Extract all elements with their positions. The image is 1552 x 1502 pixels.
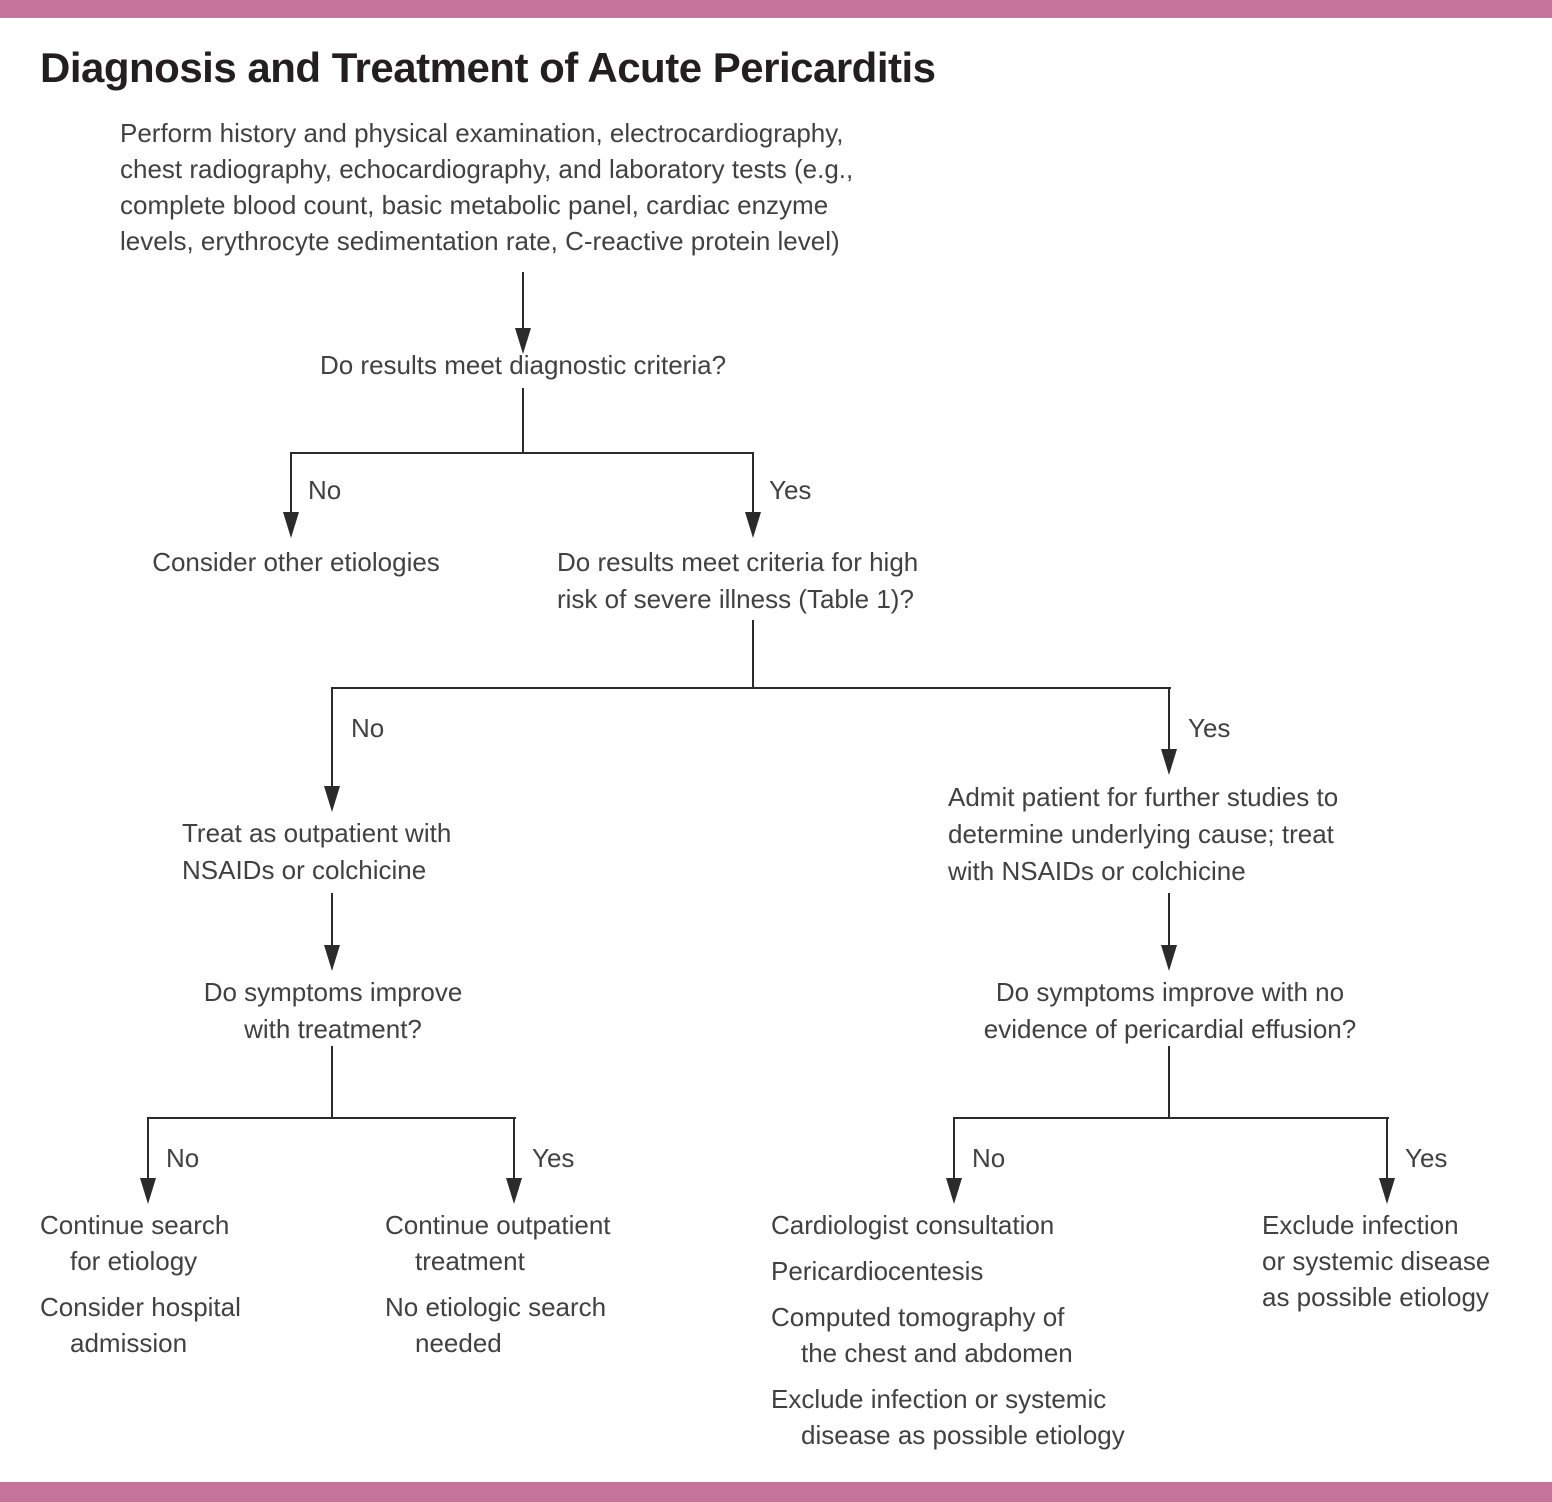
connector-q3-crossbar [148,1117,516,1119]
node-exclude-infection: Exclude infection or systemic disease as… [1262,1210,1491,1312]
arrowhead-q4-yes [1379,1178,1395,1204]
arrowhead-q3-no [140,1178,156,1204]
intro-line: levels, erythrocyte sedimentation rate, … [120,226,840,256]
node-treat-outpatient: Treat as outpatient with NSAIDs or colch… [182,818,452,885]
node-continue-outpatient: Continue outpatient treatment No etiolog… [385,1207,611,1371]
connector-q3-no [147,1117,149,1182]
node-admit-patient: Admit patient for further studies to det… [948,782,1339,886]
branch-label-yes: Yes [1405,1143,1448,1173]
arrowhead-intro-q1 [515,328,531,354]
node-no-improvement-actions: Cardiologist consultation Pericardiocent… [771,1207,1125,1463]
connector-q1-yes [752,452,754,516]
leaf-item: Cardiologist consultation [771,1210,1055,1240]
intro-line: chest radiography, echocardiography, and… [120,154,854,184]
connector-q4-crossbar [954,1117,1389,1119]
connector-q2-no [331,687,333,790]
connector-q4-yes [1386,1117,1388,1182]
node-q-symptoms-improve-no-effusion: Do symptoms improve with no evidence of … [983,977,1357,1044]
connector-q2-yes [1168,687,1170,753]
branch-label-no: No [308,475,342,505]
branch-label-no: No [166,1143,200,1173]
node-intro: Perform history and physical examination… [120,115,853,259]
branch-label-yes: Yes [769,475,812,505]
node-q-diagnostic-criteria: Do results meet diagnostic criteria? [319,350,727,380]
connector-q1-no [290,452,292,516]
connector-treat-q3 [331,893,333,949]
leaf-item: Continue search for etiology [40,1210,230,1276]
bottom-accent-bar [0,1482,1552,1502]
leaf-item: No etiologic search needed [385,1292,607,1358]
intro-line: Perform history and physical examination… [120,118,844,148]
node-q-high-risk: Do results meet criteria for high risk o… [557,547,919,614]
connector-q4-stem [1168,1046,1170,1118]
branch-label-yes: Yes [1188,713,1231,743]
page-title: Diagnosis and Treatment of Acute Pericar… [40,44,936,91]
connector-q1-crossbar [291,452,754,454]
branch-label-no: No [351,713,385,743]
arrowhead-q4-no [946,1178,962,1204]
node-continue-search: Continue search for etiology Consider ho… [40,1207,241,1371]
intro-line: complete blood count, basic metabolic pa… [120,190,829,220]
connector-q1-stem [522,388,524,453]
arrowhead-treat-q3 [324,945,340,971]
connector-admit-q4 [1168,893,1170,949]
node-consider-other-etiologies: Consider other etiologies [152,547,440,577]
leaf-item: Computed tomography of the chest and abd… [771,1302,1073,1368]
top-accent-bar [0,0,1552,18]
arrowhead-admit-q4 [1161,945,1177,971]
arrowhead-q2-no [324,786,340,812]
connector-q2-crossbar [332,687,1171,689]
leaf-item: Continue outpatient treatment [385,1210,611,1276]
leaf-item: Pericardiocentesis [771,1256,984,1286]
connector-q2-stem [752,620,754,688]
leaf-item: Exclude infection or systemic disease as… [771,1384,1125,1450]
connector-intro-q1 [522,272,524,332]
branch-label-no: No [972,1143,1006,1173]
leaf-item: Consider hospital admission [40,1292,241,1358]
arrowhead-q1-yes [745,512,761,538]
node-q-symptoms-improve: Do symptoms improve with treatment? [203,977,463,1044]
arrowhead-q2-yes [1161,749,1177,775]
arrowhead-q1-no [283,512,299,538]
branch-label-yes: Yes [532,1143,575,1173]
connector-q4-no [953,1117,955,1182]
connector-q3-yes [513,1117,515,1182]
arrowhead-q3-yes [506,1178,522,1204]
connector-q3-stem [331,1046,333,1118]
